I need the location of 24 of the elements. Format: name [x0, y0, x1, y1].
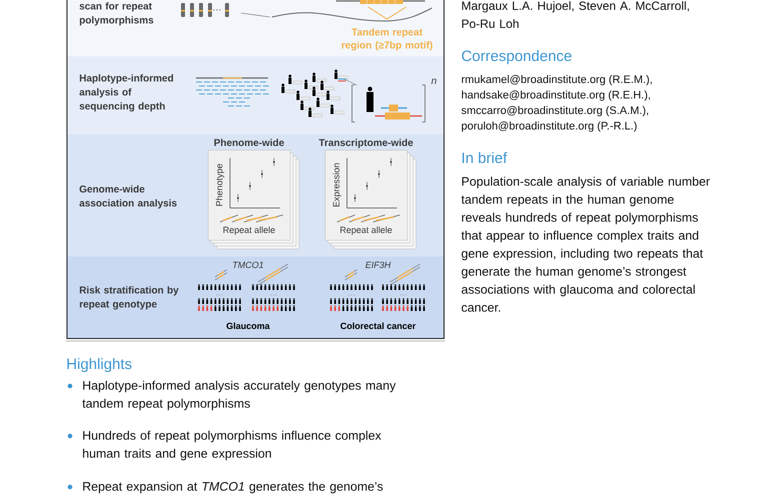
step-label: Haplotype-informed analysis of sequencing depth	[80, 74, 173, 112]
gene-name: TMCO1	[233, 262, 263, 268]
email-address: rmukamel@broadinstitute.org (R.E.M.),	[462, 75, 652, 86]
highlight-text: Hundreds of repeat polymorphisms influence complex human traits and gene expression	[83, 430, 382, 460]
panel-heading: Transcriptome-wide	[318, 138, 413, 148]
email-address: poruloh@broadinstitute.org (P.-R.L.)	[462, 122, 637, 132]
step-label: Genome-wide association analysis	[80, 185, 177, 208]
section-heading: Correspondence	[462, 50, 572, 64]
disease-label: Glaucoma	[226, 322, 270, 330]
highlight-text: Repeat expansion at TMCO1 generates the genome’s	[83, 482, 383, 494]
summary-paragraph: Population-scale analysis of variable number tandem repeats in the human genome reveals hundreds of repeat polymorphisms that appear to influence complex traits and gene expression, including two repeats that generate the human genome’s strongest associations with glaucoma and colorectal cancer.	[461, 176, 710, 312]
highlight-text: Haplotype-informed analysis accurately genotypes many tandem repeat polymorphisms	[82, 380, 396, 410]
email-address: smccarro@broadinstitute.org (S.A.M.),	[462, 106, 648, 116]
step-label: scan for repeat polymorphisms	[80, 2, 154, 26]
author-list: Margaux L.A. Hujoel, Steven A. McCarroll, Po-Ru Loh	[462, 1, 689, 28]
annotation-label: Tandem repeat region (≥7bp motif)	[342, 28, 432, 51]
email-address: handsake@broadinstitute.org (R.E.H.),	[462, 90, 650, 101]
gene-name: EIF3H	[366, 262, 391, 268]
step-label: Risk stratification by repeat genotype	[80, 286, 179, 310]
disease-label: Colorectal cancer	[340, 322, 416, 330]
section-heading: Highlights	[67, 358, 132, 372]
exponent-label: n	[431, 78, 436, 84]
panel-heading: Phenome-wide	[214, 138, 284, 146]
section-heading: In brief	[462, 152, 508, 164]
